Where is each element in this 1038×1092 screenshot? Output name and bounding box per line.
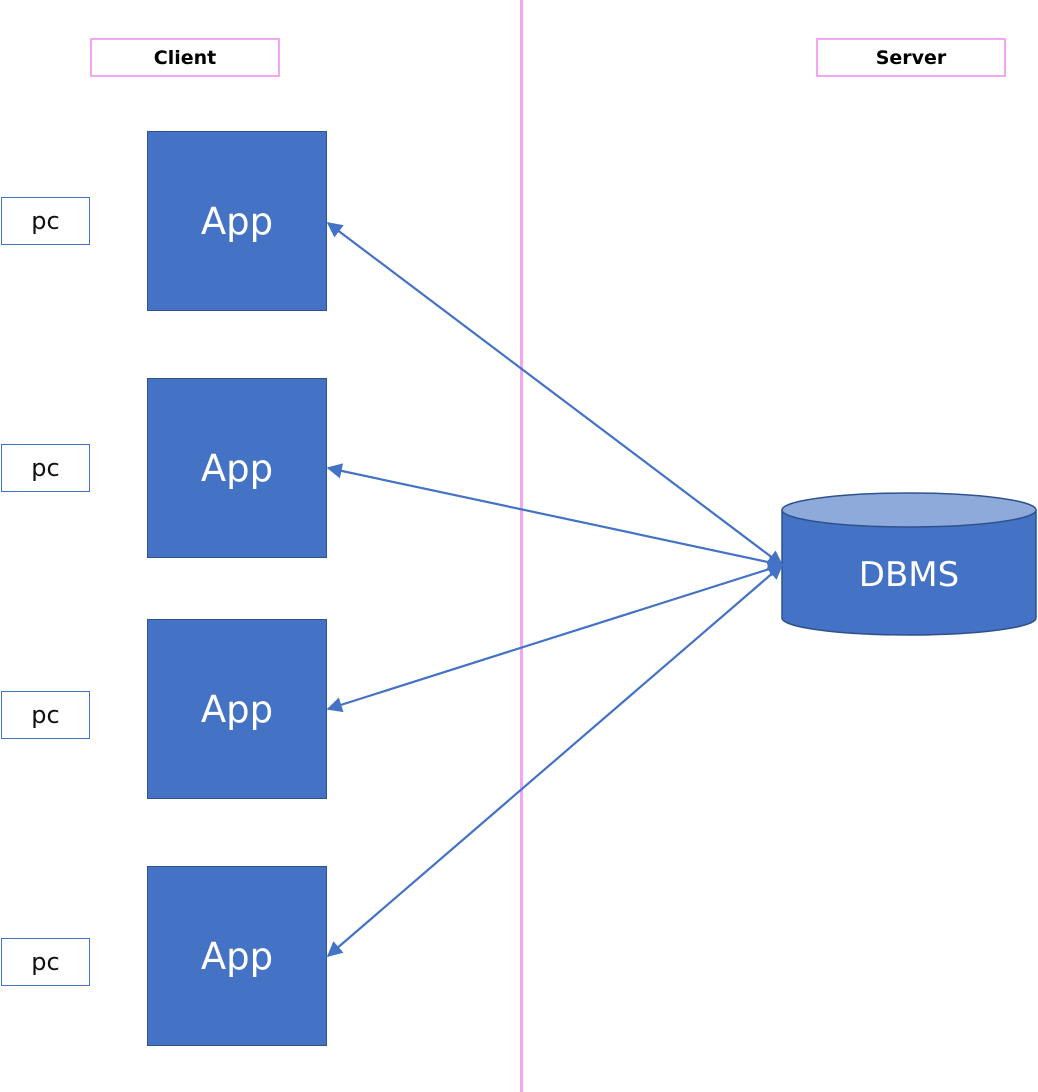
connection-arrow-3 [326, 561, 784, 713]
client-header: Client [90, 38, 280, 77]
app-label: App [200, 446, 274, 490]
app-label: App [200, 687, 274, 731]
dbms-label: DBMS [858, 555, 960, 595]
db-cylinder [781, 492, 1037, 636]
app-label: App [200, 934, 274, 978]
connection-arrow-2 [326, 463, 784, 570]
server-header: Server [816, 38, 1006, 77]
connection-arrow-1 [326, 222, 784, 566]
pc-label: pc [31, 207, 60, 235]
pc-node-4: pc [1, 938, 90, 986]
app-node-1: App [147, 131, 327, 311]
server-header-label: Server [875, 46, 947, 69]
client-header-label: Client [153, 46, 217, 69]
pc-node-2: pc [1, 444, 90, 492]
pc-label: pc [31, 701, 60, 729]
connection-arrow-4 [326, 563, 784, 958]
app-label: App [200, 199, 274, 243]
app-node-2: App [147, 378, 327, 558]
pc-label: pc [31, 948, 60, 976]
pc-node-1: pc [1, 197, 90, 245]
dbms-node: DBMS [782, 545, 1036, 605]
pc-node-3: pc [1, 691, 90, 739]
app-node-3: App [147, 619, 327, 799]
pc-label: pc [31, 454, 60, 482]
app-node-4: App [147, 866, 327, 1046]
